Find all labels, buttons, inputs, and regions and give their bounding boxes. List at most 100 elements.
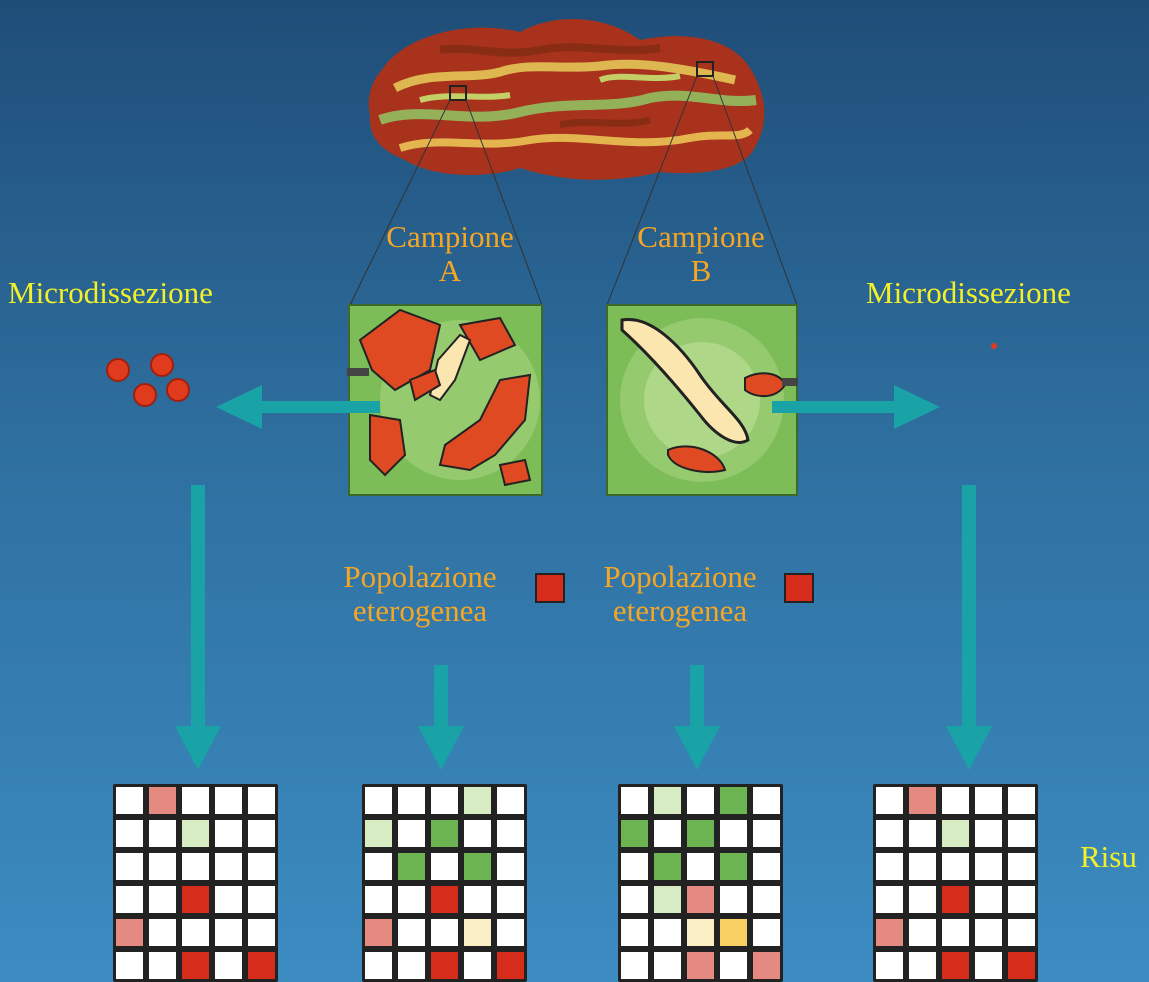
grid-cell bbox=[909, 919, 936, 946]
grid-cell bbox=[687, 820, 714, 847]
grid-cell bbox=[431, 952, 458, 979]
grid-cell bbox=[149, 787, 176, 814]
grid-cell bbox=[753, 952, 780, 979]
campione-b-line1: Campione bbox=[601, 220, 801, 254]
grid-cell bbox=[654, 820, 681, 847]
campione-a-line2: A bbox=[350, 254, 550, 288]
grid-cell bbox=[753, 787, 780, 814]
arrow-down-3 bbox=[674, 665, 720, 770]
grid-cell bbox=[720, 919, 747, 946]
grid-cell bbox=[621, 820, 648, 847]
grid-cell bbox=[149, 820, 176, 847]
microdissected-cell-small bbox=[991, 343, 997, 349]
result-grid-2 bbox=[362, 784, 527, 982]
grid-cell bbox=[398, 919, 425, 946]
arrow-down-4 bbox=[946, 485, 992, 770]
grid-cell bbox=[182, 919, 209, 946]
grid-cell bbox=[975, 853, 1002, 880]
result-grid-3 bbox=[618, 784, 783, 982]
popolazione-right-line2: eterogenea bbox=[560, 594, 800, 628]
grid-cell bbox=[621, 853, 648, 880]
grid-cell bbox=[942, 886, 969, 913]
popolazione-left-label: Popolazione eterogenea bbox=[300, 560, 540, 628]
grid-cell bbox=[431, 919, 458, 946]
grid-cell bbox=[116, 820, 143, 847]
grid-cell bbox=[876, 952, 903, 979]
grid-cell bbox=[215, 820, 242, 847]
grid-cell bbox=[215, 919, 242, 946]
grid-cell bbox=[248, 787, 275, 814]
popolazione-left-line1: Popolazione bbox=[300, 560, 540, 594]
grid-cell bbox=[497, 919, 524, 946]
grid-cell bbox=[248, 820, 275, 847]
grid-cell bbox=[116, 853, 143, 880]
arrow-down-2 bbox=[418, 665, 464, 770]
grid-cell bbox=[431, 787, 458, 814]
grid-cell bbox=[398, 787, 425, 814]
popolazione-left-line2: eterogenea bbox=[300, 594, 540, 628]
grid-cell bbox=[116, 952, 143, 979]
grid-cell bbox=[1008, 886, 1035, 913]
grid-cell bbox=[621, 919, 648, 946]
popolazione-right-line1: Popolazione bbox=[560, 560, 800, 594]
grid-cell bbox=[654, 919, 681, 946]
result-grid-1 bbox=[113, 784, 278, 982]
grid-cell bbox=[975, 820, 1002, 847]
grid-cell bbox=[182, 853, 209, 880]
grid-cell bbox=[909, 853, 936, 880]
grid-cell bbox=[365, 886, 392, 913]
grid-cell bbox=[365, 952, 392, 979]
sample-b-box bbox=[607, 305, 798, 495]
grid-cell bbox=[909, 952, 936, 979]
grid-cell bbox=[720, 820, 747, 847]
grid-cell bbox=[464, 886, 491, 913]
grid-cell bbox=[431, 853, 458, 880]
grid-cell bbox=[149, 919, 176, 946]
grid-cell bbox=[876, 787, 903, 814]
grid-cell bbox=[365, 853, 392, 880]
grid-cell bbox=[398, 886, 425, 913]
grid-cell bbox=[720, 886, 747, 913]
grid-cell bbox=[1008, 820, 1035, 847]
grid-cell bbox=[248, 886, 275, 913]
grid-cell bbox=[365, 919, 392, 946]
grid-cell bbox=[116, 886, 143, 913]
tissue-sample bbox=[369, 19, 765, 180]
grid-cell bbox=[942, 787, 969, 814]
grid-cell bbox=[248, 952, 275, 979]
grid-cell bbox=[621, 787, 648, 814]
campione-a-line1: Campione bbox=[350, 220, 550, 254]
arrow-down-1 bbox=[175, 485, 221, 770]
grid-cell bbox=[1008, 787, 1035, 814]
grid-cell bbox=[720, 787, 747, 814]
grid-cell bbox=[975, 919, 1002, 946]
grid-cell bbox=[720, 952, 747, 979]
campione-b-label: Campione B bbox=[601, 220, 801, 288]
grid-cell bbox=[215, 853, 242, 880]
grid-cell bbox=[464, 820, 491, 847]
grid-cell bbox=[942, 853, 969, 880]
grid-cell bbox=[720, 853, 747, 880]
grid-cell bbox=[687, 952, 714, 979]
microdissezione-left-label: Microdissezione bbox=[8, 276, 213, 310]
grid-cell bbox=[687, 787, 714, 814]
grid-cell bbox=[497, 952, 524, 979]
grid-cell bbox=[431, 820, 458, 847]
grid-cell bbox=[182, 787, 209, 814]
grid-cell bbox=[149, 886, 176, 913]
grid-cell bbox=[753, 886, 780, 913]
result-partial-label: Risu bbox=[1080, 840, 1137, 874]
grid-cell bbox=[215, 787, 242, 814]
grid-cell bbox=[1008, 952, 1035, 979]
grid-cell bbox=[215, 952, 242, 979]
grid-cell bbox=[876, 886, 903, 913]
grid-cell bbox=[365, 820, 392, 847]
grid-cell bbox=[497, 787, 524, 814]
grid-cell bbox=[497, 820, 524, 847]
grid-cell bbox=[398, 820, 425, 847]
grid-cell bbox=[654, 952, 681, 979]
grid-cell bbox=[149, 952, 176, 979]
grid-cell bbox=[909, 787, 936, 814]
grid-cell bbox=[182, 886, 209, 913]
grid-cell bbox=[876, 820, 903, 847]
